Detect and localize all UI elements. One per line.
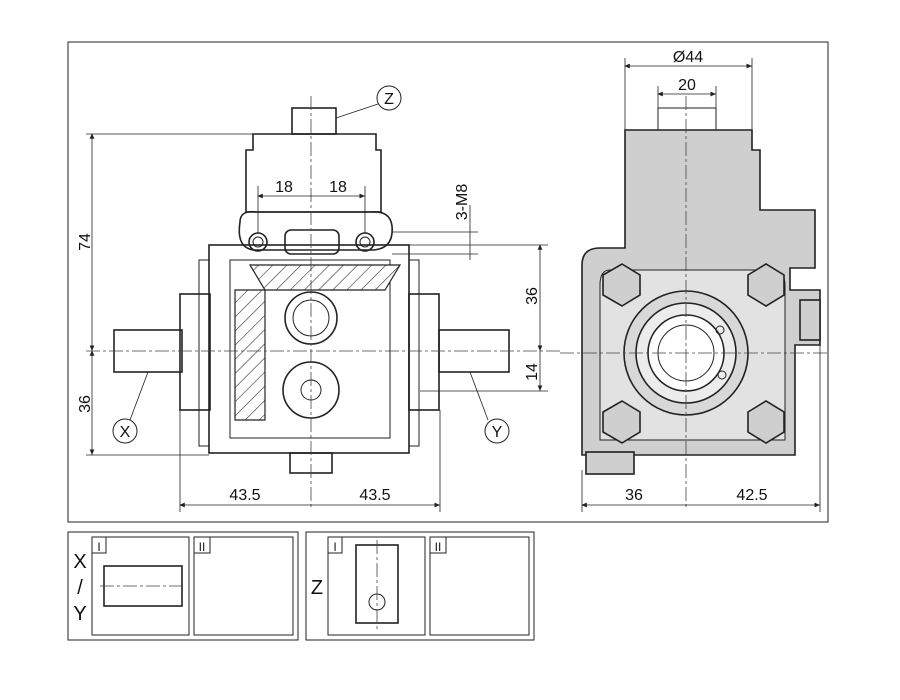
bolt-hole-left: [248, 232, 268, 252]
top-port: [284, 229, 340, 255]
left-cover: [179, 293, 211, 411]
legend-xy-box-i: [91, 536, 190, 636]
legend-z-box-i: [327, 536, 426, 636]
drawing-frame: [67, 41, 829, 523]
hatched-section-left: [234, 289, 266, 421]
legend-z-box-ii: [429, 536, 530, 636]
legend-z-frame: [305, 531, 535, 641]
dim-43-5-a: 43.5: [229, 487, 260, 504]
dim-dia44: Ø44: [673, 49, 703, 66]
legend-x-label: X: [73, 551, 86, 573]
hex-bolt-tl: [602, 263, 641, 307]
hex-bolt-br: [747, 400, 785, 444]
callout-z-circle: [376, 85, 402, 111]
legend-z: Z I II: [305, 531, 535, 641]
callout-x: X: [120, 424, 131, 441]
top-flange: [238, 210, 393, 251]
dim-42-5: 42.5: [736, 487, 767, 504]
legend-z-label: Z: [311, 577, 323, 599]
svg-text:I: I: [333, 540, 336, 554]
top-shaft: [291, 107, 337, 135]
hatched-section-top: [248, 264, 402, 291]
dim-36-bottom: 36: [625, 487, 643, 504]
right-cover: [408, 293, 440, 411]
dim-43-5-b: 43.5: [359, 487, 390, 504]
legend-slash-label: /: [77, 577, 83, 599]
hex-bolt-bl: [602, 400, 641, 444]
dim-36-left: 36: [77, 395, 94, 413]
front-dimensions: 74 36 18 18 3-M8 36 14 43.5 43.5: [77, 133, 548, 512]
side-dimensions: Ø44 20 36 42.5: [581, 49, 821, 512]
dim-14: 14: [524, 363, 541, 381]
shaft-x: [113, 329, 183, 373]
legend-xy: X / Y I II: [67, 531, 299, 641]
legend-xy-frame: [67, 531, 299, 641]
callout-x-circle: [112, 418, 138, 444]
front-view: [86, 96, 560, 510]
svg-text:I: I: [97, 540, 100, 554]
hex-bolt-tr: [747, 263, 785, 307]
dim-18-b: 18: [329, 179, 347, 196]
side-view: [560, 96, 830, 510]
dim-18-a: 18: [275, 179, 293, 196]
dim-thread: 3-M8: [454, 184, 471, 221]
callout-y: Y: [492, 424, 503, 441]
bolt-hole-right: [355, 232, 375, 252]
legend-xy-box-ii: [193, 536, 294, 636]
callout-y-circle: [484, 418, 510, 444]
legend-y-label: Y: [73, 603, 86, 625]
svg-text:II: II: [435, 540, 442, 554]
callout-z: Z: [384, 91, 394, 108]
callouts: X Y Z: [112, 85, 510, 444]
dim-20: 20: [678, 77, 696, 94]
dim-74: 74: [77, 233, 94, 251]
svg-text:II: II: [199, 540, 206, 554]
top-neck: [245, 133, 382, 213]
dim-36-right: 36: [524, 287, 541, 305]
